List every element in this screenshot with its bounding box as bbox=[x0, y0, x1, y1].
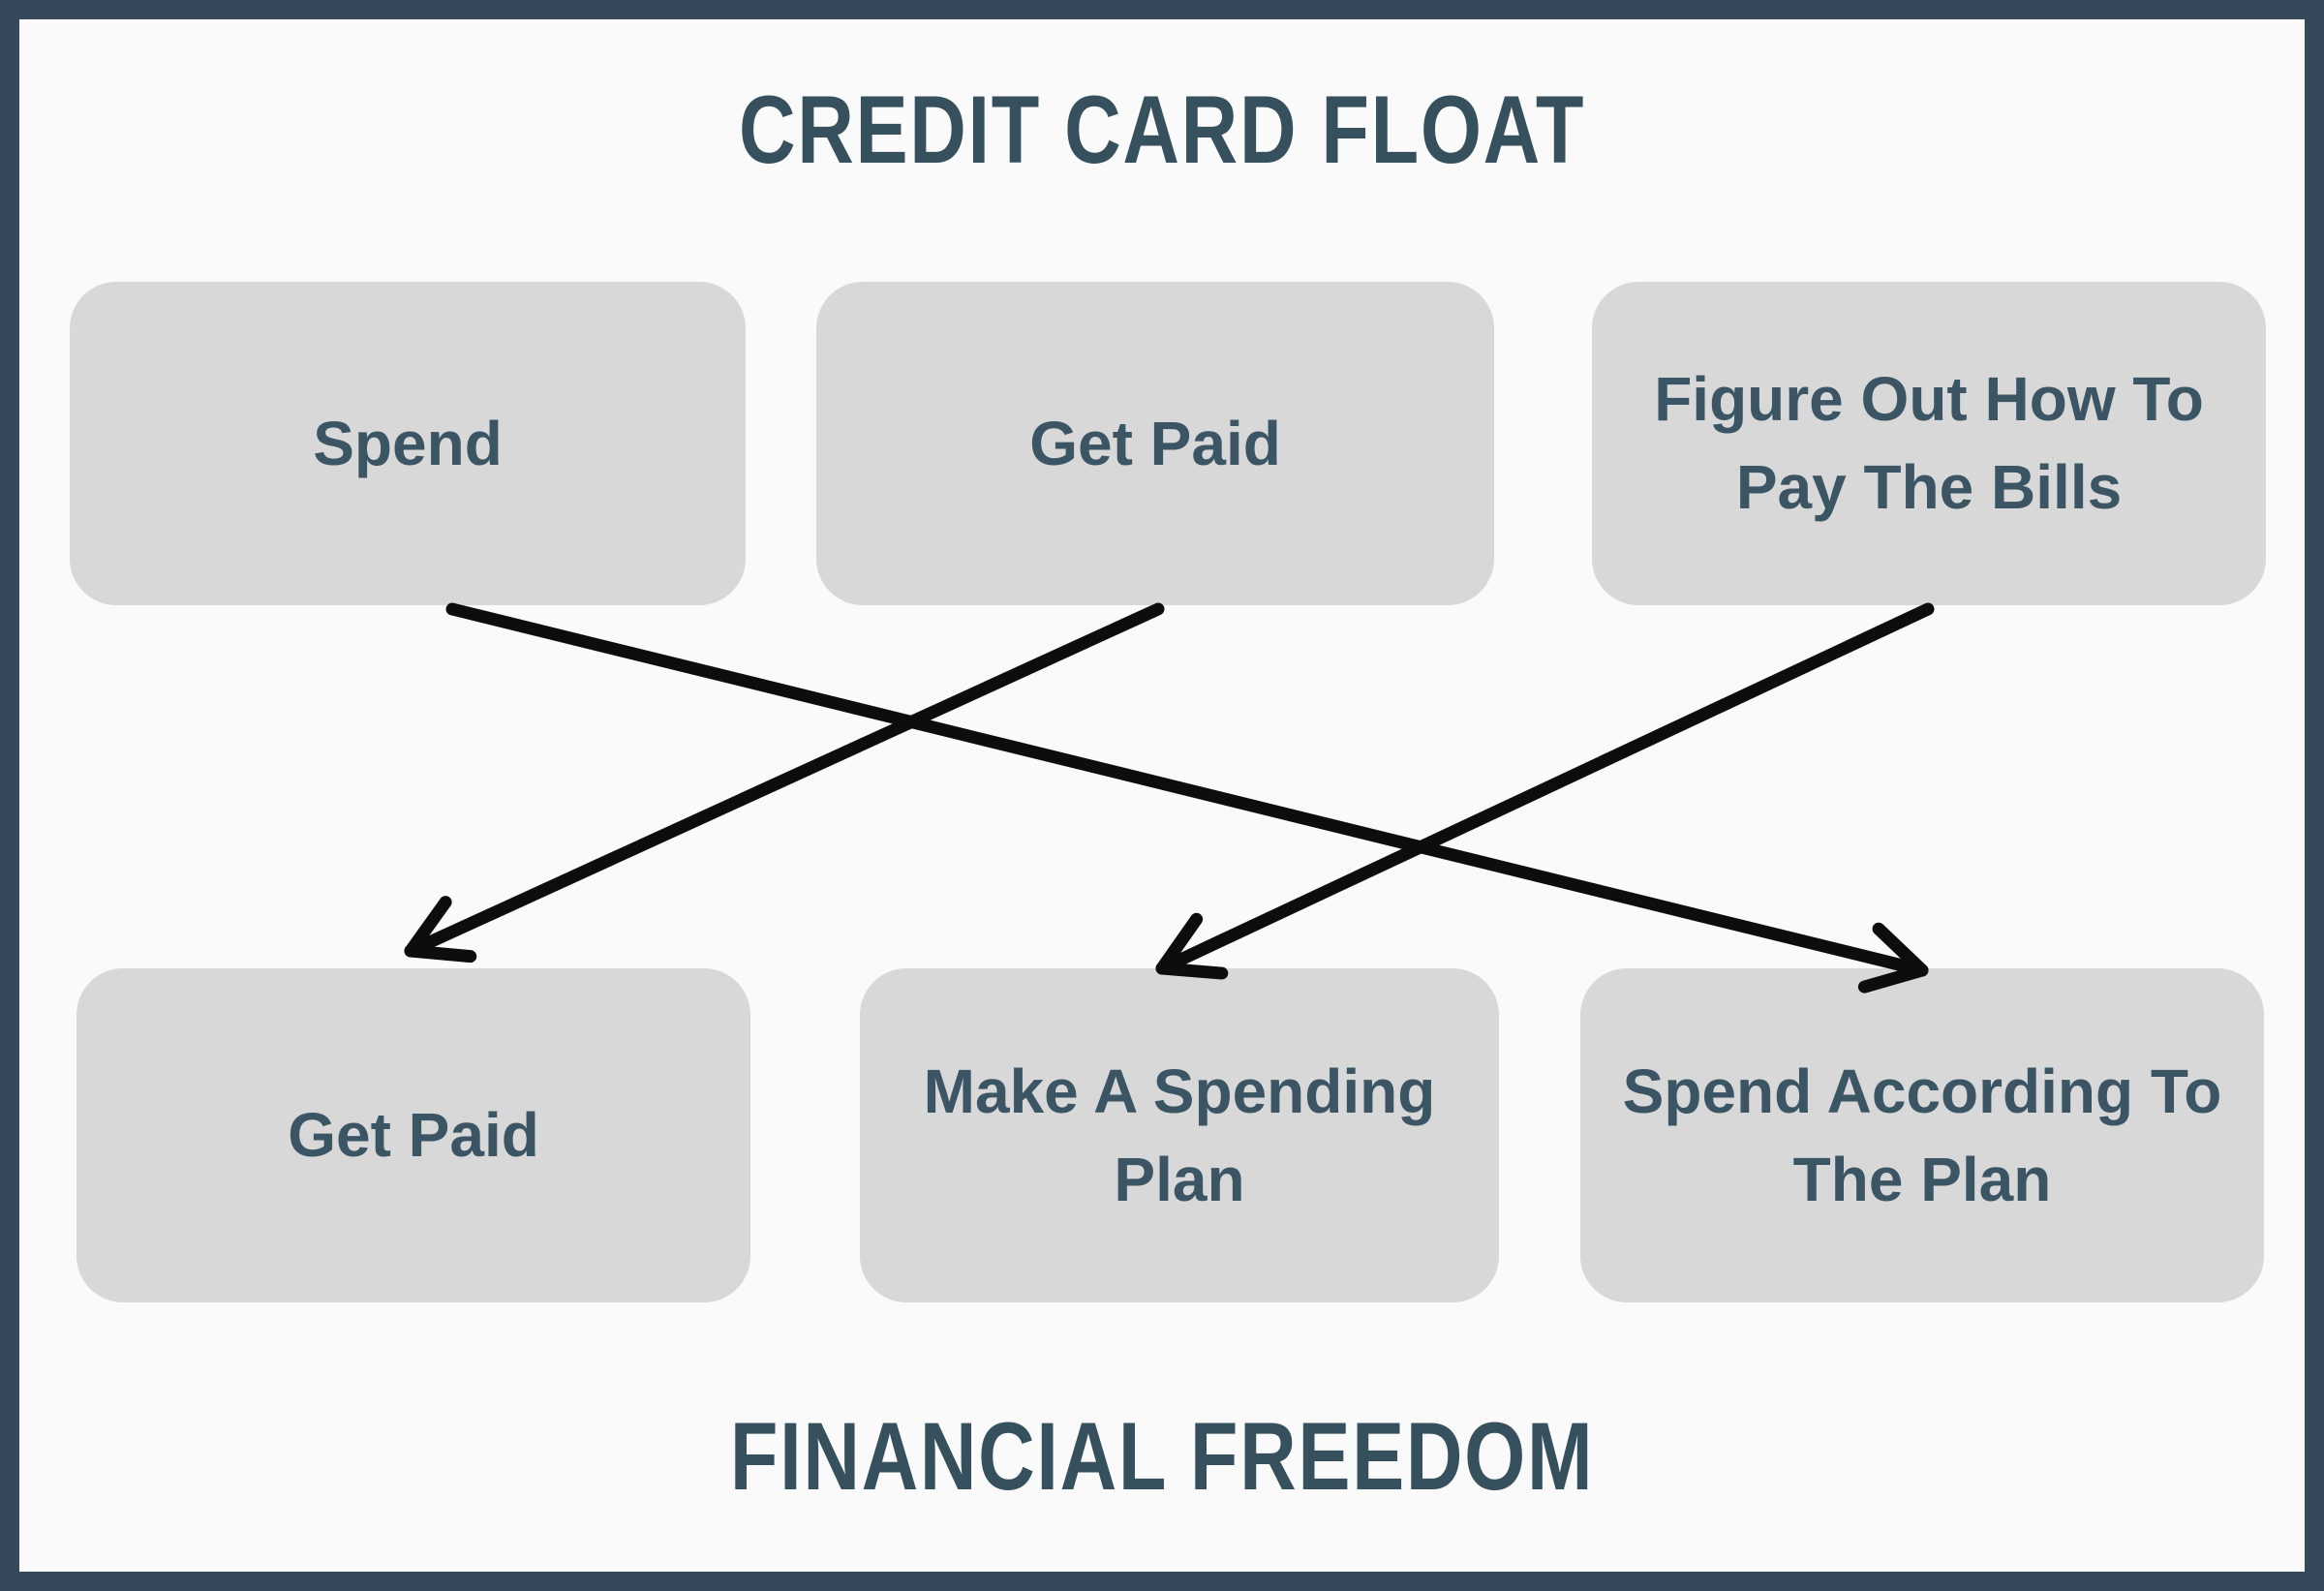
footer-title: FINANCIAL FREEDOM bbox=[0, 1402, 2324, 1511]
arrowhead-barb bbox=[1872, 922, 1929, 977]
arrowhead-barb bbox=[1857, 964, 1929, 994]
footer-title-text: FINANCIAL FREEDOM bbox=[729, 1402, 1595, 1510]
arrow-get-paid-top-to-get-paid-bottom bbox=[409, 602, 1165, 956]
node-label: Figure Out How To Pay The Bills bbox=[1654, 364, 2204, 522]
arrow-spend-top-to-spend-according bbox=[445, 602, 1923, 976]
page-title-text: CREDIT CARD FLOAT bbox=[738, 76, 1586, 183]
page-title: CREDIT CARD FLOAT bbox=[0, 76, 2324, 184]
arrowhead-barb bbox=[404, 944, 477, 964]
arrowhead-barb bbox=[1155, 962, 1229, 980]
node-spend-according-to-the-plan: Spend According To The Plan bbox=[1580, 968, 2264, 1302]
node-get-paid-bottom: Get Paid bbox=[76, 968, 750, 1302]
arrowhead-barb bbox=[404, 896, 452, 958]
node-label: Spend According To The Plan bbox=[1622, 1056, 2222, 1214]
node-label: Get Paid bbox=[288, 1100, 539, 1171]
node-figure-out-how-to-pay-the-bills: Figure Out How To Pay The Bills bbox=[1592, 282, 2266, 605]
node-label: Make A Spending Plan bbox=[923, 1056, 1436, 1214]
node-label: Spend bbox=[313, 408, 503, 478]
node-get-paid-top: Get Paid bbox=[816, 282, 1494, 605]
node-spend-top: Spend bbox=[70, 282, 746, 605]
node-label: Get Paid bbox=[1029, 408, 1281, 478]
arrowhead-barb bbox=[1155, 912, 1204, 975]
node-make-a-spending-plan: Make A Spending Plan bbox=[860, 968, 1499, 1302]
arrow-figure-out-to-spending-plan bbox=[1160, 602, 1935, 972]
